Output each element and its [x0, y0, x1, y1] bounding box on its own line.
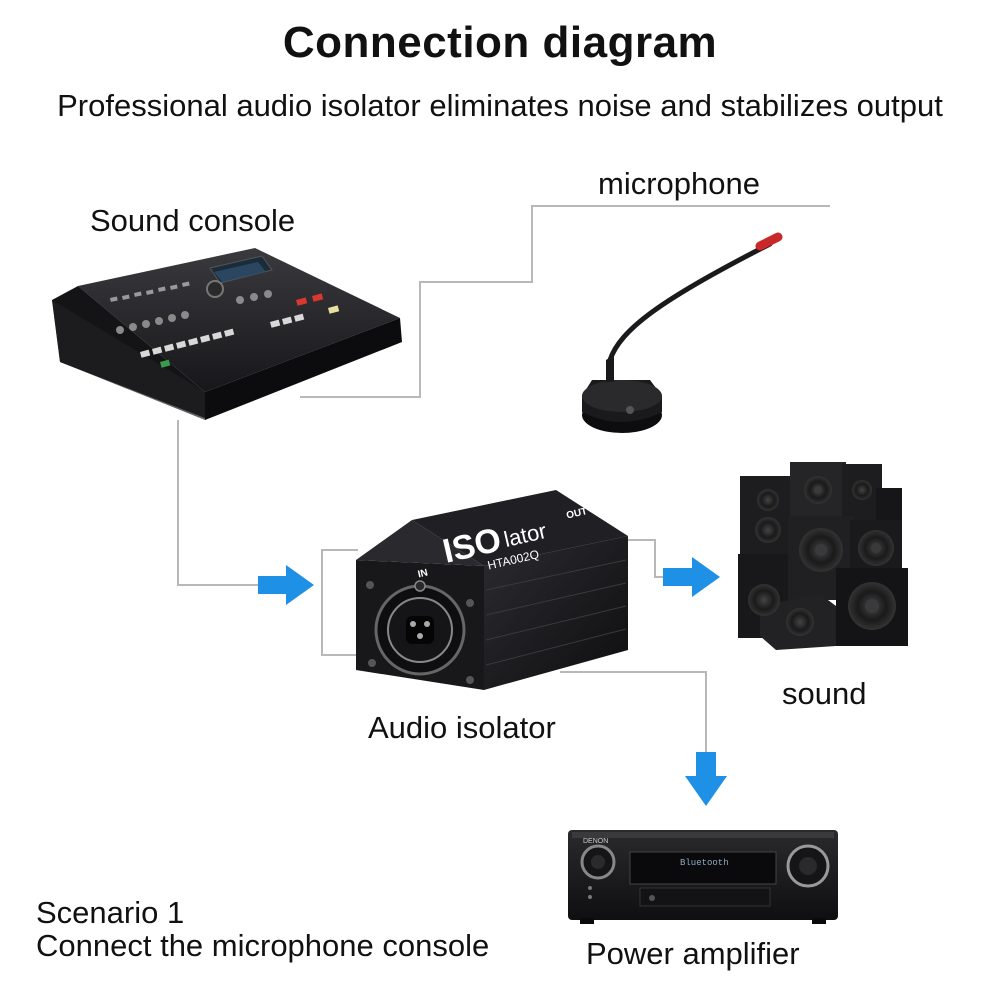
- flow-arrows: [258, 557, 727, 806]
- scenario-caption: Scenario 1 Connect the microphone consol…: [36, 896, 489, 962]
- mic-to-console-line: [300, 205, 830, 398]
- amp-display-text: Bluetooth: [680, 858, 729, 868]
- isolator-input-bracket: [321, 549, 358, 656]
- connector-lines: [177, 205, 830, 752]
- power-amplifier-label: Power amplifier: [586, 936, 800, 971]
- console-to-isolator-line: [177, 420, 258, 586]
- arrow-down-icon: [685, 752, 727, 806]
- isolator-to-speakers-line: [628, 539, 668, 578]
- scenario-title: Scenario 1: [36, 895, 185, 930]
- page-subtitle: Professional audio isolator eliminates n…: [57, 88, 943, 123]
- microphone-label: microphone: [598, 166, 760, 201]
- sound-console-label: Sound console: [90, 203, 296, 238]
- isolator-in-label: IN: [417, 567, 429, 580]
- page-title: Connection diagram: [282, 18, 718, 67]
- amp-brand: DENON: [583, 838, 608, 845]
- isolator-out-label: OUT: [565, 506, 588, 521]
- sound-label: sound: [782, 676, 867, 711]
- microphone-image: [582, 232, 783, 433]
- isolator-to-amp-line: [560, 671, 707, 752]
- arrow-right-icon: [258, 565, 314, 605]
- sound-console-image: [52, 248, 402, 420]
- audio-isolator-image: ISO lator HTA002Q IN OUT: [356, 490, 628, 690]
- arrow-right-icon: [663, 557, 720, 597]
- speaker-stack-image: [738, 462, 908, 650]
- audio-isolator-label: Audio isolator: [368, 710, 556, 745]
- scenario-description: Connect the microphone console: [36, 928, 490, 963]
- power-amplifier-image: DENON Bluetooth: [568, 830, 838, 924]
